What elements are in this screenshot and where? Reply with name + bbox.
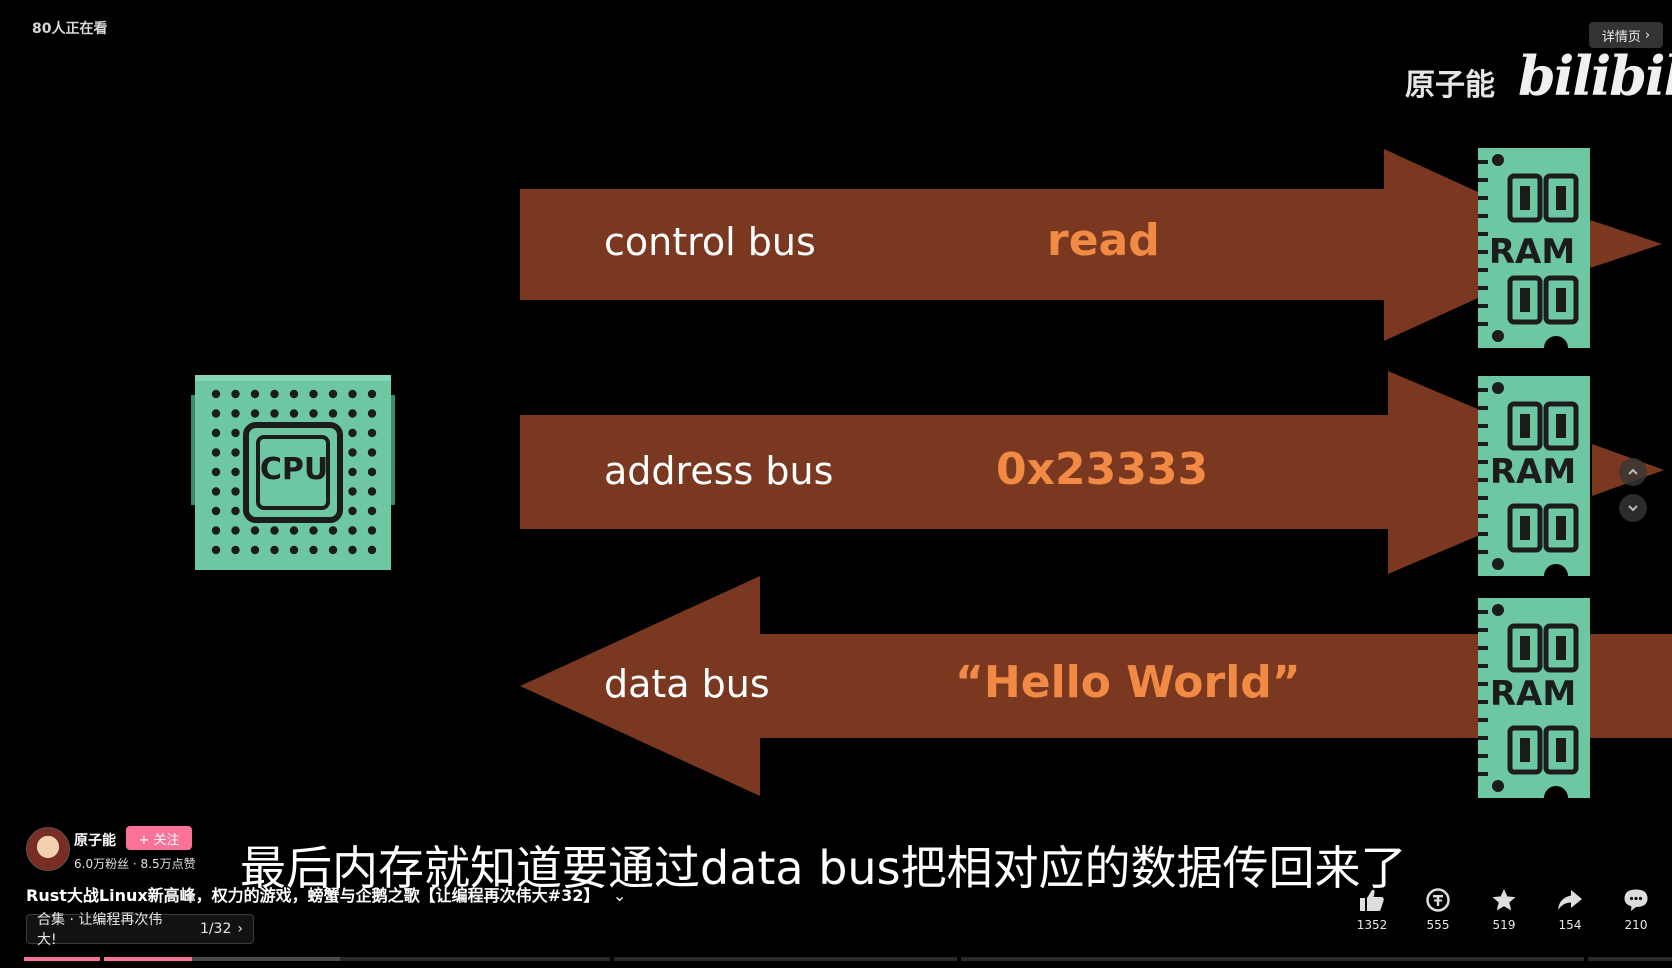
chapter-divider [610, 957, 614, 961]
favorite-button[interactable]: 519 [1480, 888, 1528, 932]
scroll-up-button[interactable] [1619, 458, 1647, 486]
chevron-right-icon: › [237, 921, 243, 937]
coin-icon [1426, 888, 1450, 912]
coin-count: 555 [1426, 918, 1450, 932]
ram-chip-icon [1478, 148, 1590, 360]
chevron-up-icon [1628, 468, 1638, 475]
subtitle-text: 最后内存就知道要通过data bus把相对应的数据传回来了 [240, 841, 1407, 895]
collection-button[interactable]: 合集 · 让编程再次伟大! 1/32 › [26, 912, 254, 948]
scroll-down-button[interactable] [1619, 494, 1647, 522]
chevron-right-icon: › [1644, 27, 1651, 43]
cpu-chip-icon [191, 375, 395, 570]
uploader-watermark: 原子能 [1405, 68, 1495, 103]
ram-chip-icon [1478, 376, 1590, 588]
chapter-divider [1584, 957, 1588, 961]
chevron-down-icon: ⌄ [612, 886, 627, 905]
share-count: 154 [1558, 918, 1582, 932]
like-button[interactable]: 1352 [1348, 888, 1396, 932]
watching-count: 80人正在看 [32, 21, 108, 37]
follow-button[interactable]: + 关注 [126, 826, 192, 850]
share-button[interactable]: 154 [1546, 888, 1594, 932]
progress-played [24, 957, 100, 961]
ram-label: RAM [1489, 674, 1577, 714]
progress-buffered [192, 957, 340, 961]
ram-label: RAM [1488, 232, 1576, 272]
share-icon [1558, 890, 1582, 910]
control-bus-arrow-tail [1590, 220, 1662, 268]
control-bus-arrow [520, 149, 1478, 341]
favorite-count: 519 [1492, 918, 1516, 932]
uploader-name[interactable]: 原子能 [74, 833, 116, 849]
data-bus-arrow [520, 576, 1672, 796]
comment-count: 210 [1624, 918, 1648, 932]
coin-button[interactable]: 555 [1414, 888, 1462, 932]
control-bus-value: read [1047, 215, 1160, 266]
ram-label: RAM [1489, 452, 1577, 492]
star-icon [1492, 889, 1516, 911]
progress-played [104, 957, 192, 961]
like-count: 1352 [1356, 918, 1388, 932]
thumbs-up-icon [1360, 889, 1384, 911]
collection-position: 1/32 [199, 921, 232, 937]
address-bus-label: address bus [604, 449, 834, 493]
address-bus-arrow [520, 371, 1480, 574]
ram-chip-icon [1478, 598, 1590, 810]
video-title[interactable]: Rust大战Linux新高峰，权力的游戏，螃蟹与企鹅之歌【让编程再次伟大#32】… [26, 882, 626, 906]
chapter-divider [100, 957, 104, 961]
uploader-stats: 6.0万粉丝 · 8.5万点赞 [74, 857, 196, 871]
collection-label: 合集 · 让编程再次伟大! [37, 912, 163, 948]
follow-label: + 关注 [138, 832, 180, 848]
detail-page-label: 详情页 [1601, 29, 1641, 45]
comment-button[interactable]: 210 [1612, 888, 1660, 932]
video-title-text: Rust大战Linux新高峰，权力的游戏，螃蟹与企鹅之歌【让编程再次伟大#32】 [26, 886, 600, 905]
data-bus-label: data bus [604, 662, 770, 706]
bilibili-logo: bilibili [1518, 44, 1672, 108]
cpu-label: CPU [259, 452, 329, 487]
control-bus-label: control bus [604, 220, 816, 264]
chevron-down-icon [1628, 505, 1638, 512]
data-bus-value: “Hello World” [955, 657, 1301, 708]
avatar[interactable] [26, 827, 70, 871]
address-bus-value: 0x23333 [996, 444, 1209, 495]
chapter-divider [957, 957, 961, 961]
progress-bar[interactable] [24, 957, 1672, 961]
detail-page-button[interactable]: 详情页 › [1589, 22, 1663, 48]
comment-icon [1624, 889, 1648, 911]
